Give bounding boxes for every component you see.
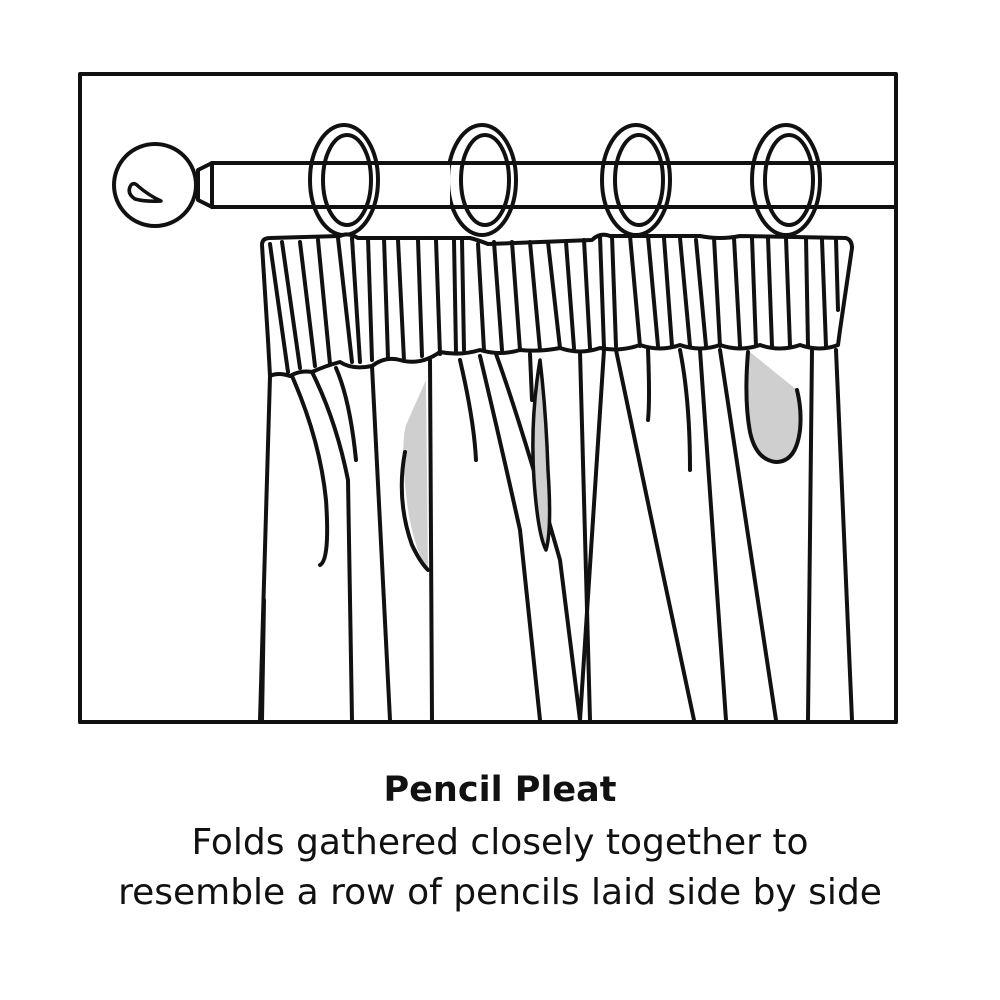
curtain-folds xyxy=(258,348,854,722)
caption-description-line-2: resemble a row of pencils laid side by s… xyxy=(118,872,882,913)
caption-title: Pencil Pleat xyxy=(383,770,617,810)
curtain-illustration xyxy=(78,72,898,724)
finial-ball-icon xyxy=(112,142,198,228)
pleat-heading xyxy=(260,232,854,378)
curtain-rings xyxy=(308,123,822,237)
caption-description-line-1: Folds gathered closely together to xyxy=(191,822,809,863)
fold-shading xyxy=(399,350,803,572)
